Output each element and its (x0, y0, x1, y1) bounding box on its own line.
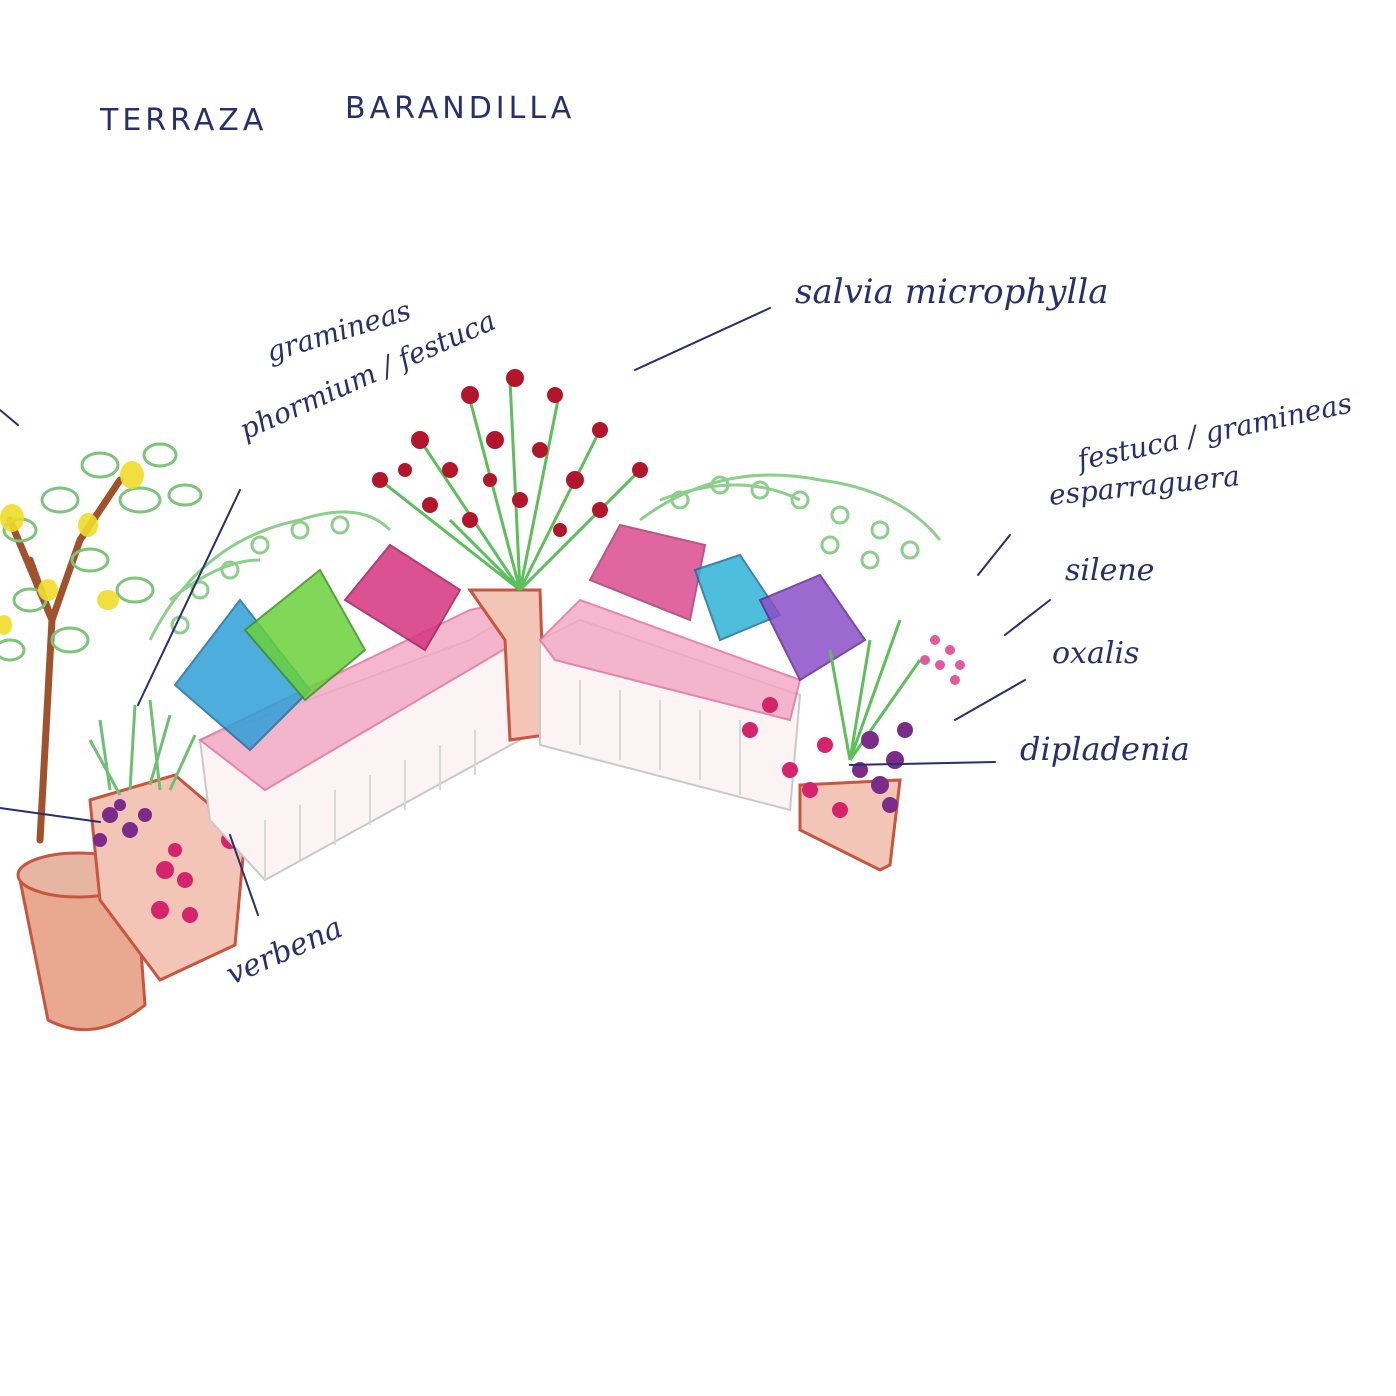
label-salvia: salvia microphylla (795, 272, 1109, 312)
label-oxalis: oxalis (1052, 636, 1139, 671)
leader-lines (0, 307, 1051, 916)
label-verbena: verbena (221, 910, 348, 992)
cushions (173, 523, 867, 752)
label-silene: silene (1065, 553, 1154, 588)
right-planter (742, 619, 965, 872)
label-dipladenia: dipladenia (1020, 730, 1190, 768)
verbena-planter (88, 699, 247, 982)
foliage-background (148, 473, 942, 641)
corner-post (467, 588, 547, 742)
right-bench (538, 598, 802, 812)
label-esparraguera: esparraguera (1047, 459, 1241, 512)
title-barandilla: BARANDILLA (345, 91, 575, 126)
salvia-bush (372, 369, 648, 592)
title-terraza: TERRAZA (99, 103, 267, 138)
